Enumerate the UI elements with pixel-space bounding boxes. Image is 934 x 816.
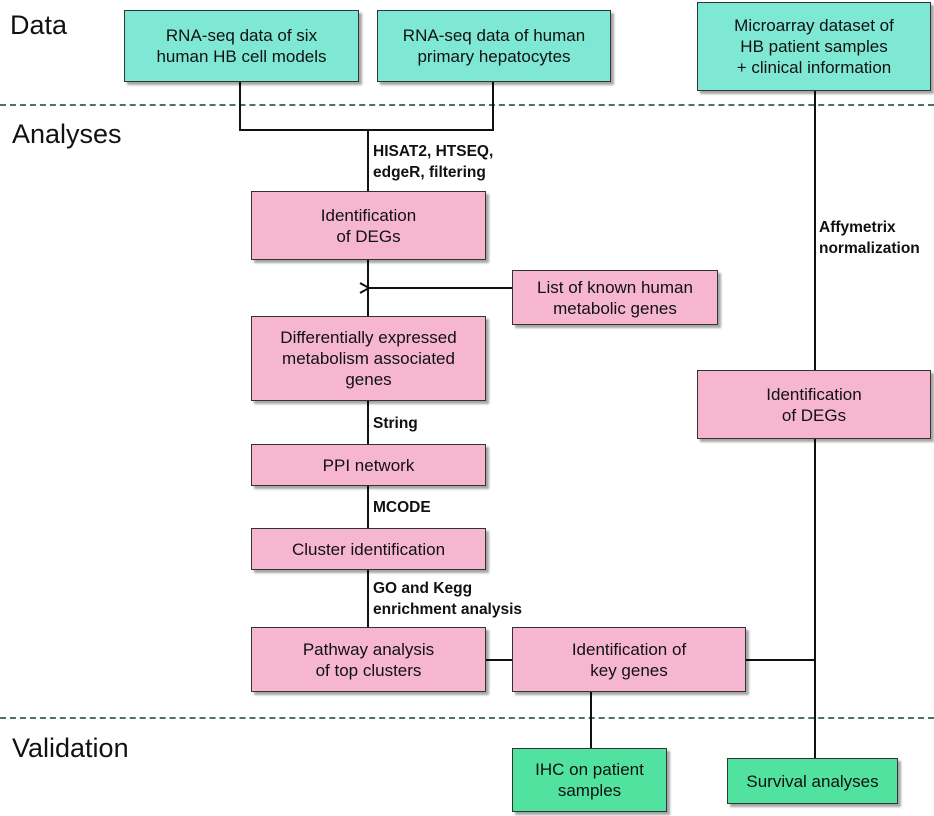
rnaseq-hepatocytes-box: RNA-seq data of human primary hepatocyte… [377,10,611,82]
identification-degs-right-box: Identification of DEGs [697,370,931,439]
survival-box: Survival analyses [727,758,898,804]
label-hisat: HISAT2, HTSEQ, edgeR, filtering [373,143,494,181]
key-genes-box: Identification of key genes [512,627,746,692]
label-affymetrix: Affymetrix normalization [819,219,920,257]
cluster-identification-box: Cluster identification [251,528,486,570]
divider-analyses-validation [0,717,934,719]
microarray-box: Microarray dataset of HB patient samples… [697,2,931,91]
ihc-box: IHC on patient samples [512,748,667,812]
ppi-network-box: PPI network [251,444,486,486]
connector-rnaseq-merge [239,82,494,131]
label-mcode: MCODE [373,499,431,516]
pathway-analysis-box: Pathway analysis of top clusters [251,627,486,692]
label-string: String [373,415,418,432]
identification-degs-left-box: Identification of DEGs [251,191,486,260]
section-data-title: Data [10,10,68,40]
section-validation-title: Validation [12,733,129,763]
de-metabolism-genes-box: Differentially expressed metabolism asso… [251,316,486,401]
divider-data-analyses [0,104,934,106]
rnaseq-cell-models-box: RNA-seq data of six human HB cell models [124,10,359,82]
known-metabolic-genes-box: List of known human metabolic genes [512,270,718,325]
section-analyses-title: Analyses [12,119,122,149]
label-go-kegg: GO and Kegg enrichment analysis [373,580,523,618]
